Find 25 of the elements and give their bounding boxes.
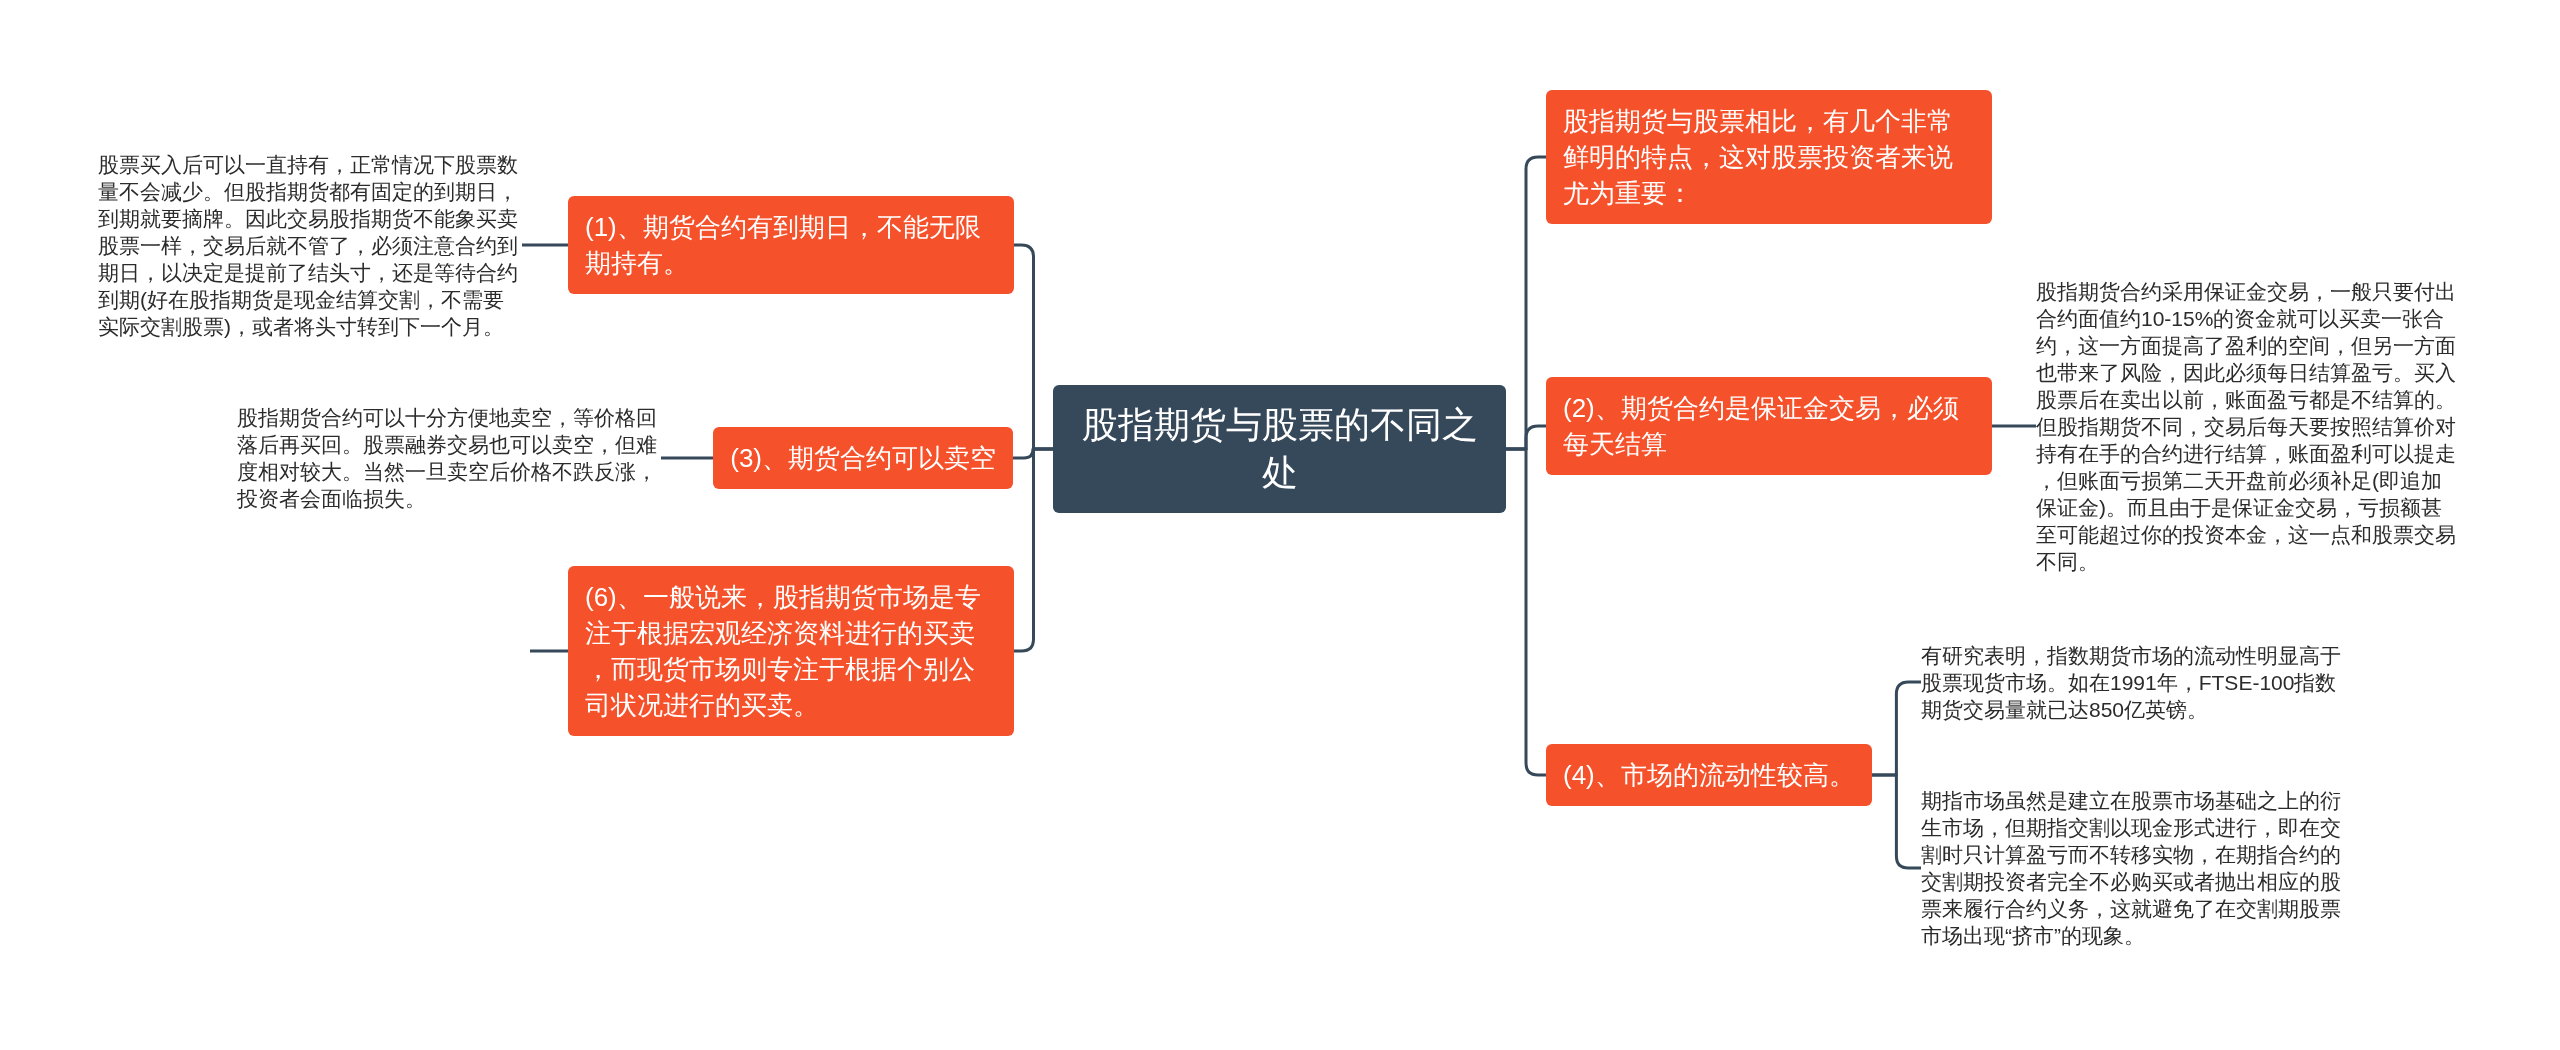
- note-text: 有研究表明，指数期货市场的流动性明显高于股票现货市场。如在1991年，FTSE-100指数期货交易量就已达850亿英镑。: [1921, 641, 2345, 723]
- topic-text: 股指期货与股票相比，有几个非常鲜明的特点，这对股票投资者来说尤为重要：: [1563, 105, 1954, 210]
- topic-box: [568, 196, 1014, 294]
- topic-box: [568, 566, 1014, 736]
- connector-line: [661, 456, 714, 460]
- note-text: 股票买入后可以一直持有，正常情况下股票数量不会减少。但股指期货都有固定的到期日，到期就要摘牌。因此交易股指期货不能象买卖股票一样，交易后就不管了，必须注意合约到期日，以决定是提前了结头寸，还是等待合约到期(好在股指期货是现金结算交割，不需要实际交割股票)，或者将头寸转到下一个月。: [98, 150, 522, 340]
- topic-text: (6)、一般说来，股指期货市场是专注于根据宏观经济资料进行的买卖，而现货市场则专注于根据个别公司状况进行的买卖。: [585, 581, 982, 722]
- note-text: 期指市场虽然是建立在股票市场基础之上的衍生市场，但期指交割以现金形式进行，即在交割时只计算盈亏而不转移实物，在期指合约的交割期投资者完全不必购买或者抛出相应的股票来履行合约义务，这就避免了在交割期股票市场出现“挤市”的现象。: [1921, 787, 2345, 949]
- note-text: 股指期货合约采用保证金交易，一般只要付出合约面值约10-15%的资金就可以买卖一张合约，这一方面提高了盈利的空间，但另一方面也带来了风险，因此必须每日结算盈亏。买入股票后在卖出以前，账面盈亏都是不结算的。但股指期货不同，交易后每天要按照结算价对持有在手的合约进行结算，账面盈利可以提走，但账面亏损第二天开盘前必须补足(即追加保证金)。而且由于是保证金交易，亏损额甚至可能超过你的投资本金，这一点和股票交易不同。: [2036, 277, 2460, 575]
- connector-line: [522, 243, 568, 247]
- topic-box: [1546, 744, 1872, 806]
- topic-text: (3)、期货合约可以卖空: [730, 442, 996, 475]
- topic-text: (2)、期货合约是保证金交易，必须每天结算: [1563, 392, 1960, 461]
- central-topic-box: [1053, 385, 1506, 513]
- topic-box: [1546, 90, 1992, 224]
- connector-line: [1506, 447, 1546, 777]
- connector-line: [530, 649, 568, 653]
- topic-box: [713, 427, 1013, 489]
- topic-text: (4)、市场的流动性较高。: [1563, 759, 1855, 792]
- note-text: 股指期货合约可以十分方便地卖空，等价格回落后再买回。股票融券交易也可以卖空，但难度相对较大。当然一旦卖空后价格不跌反涨，投资者会面临损失。: [237, 404, 661, 512]
- central-topic-text: 股指期货与股票的不同之处: [1080, 403, 1479, 495]
- connector-line: [1992, 424, 2036, 428]
- topic-box: [1546, 377, 1992, 475]
- topic-text: (1)、期货合约有到期日，不能无限期持有。: [585, 211, 982, 280]
- connector-line: [1014, 447, 1053, 653]
